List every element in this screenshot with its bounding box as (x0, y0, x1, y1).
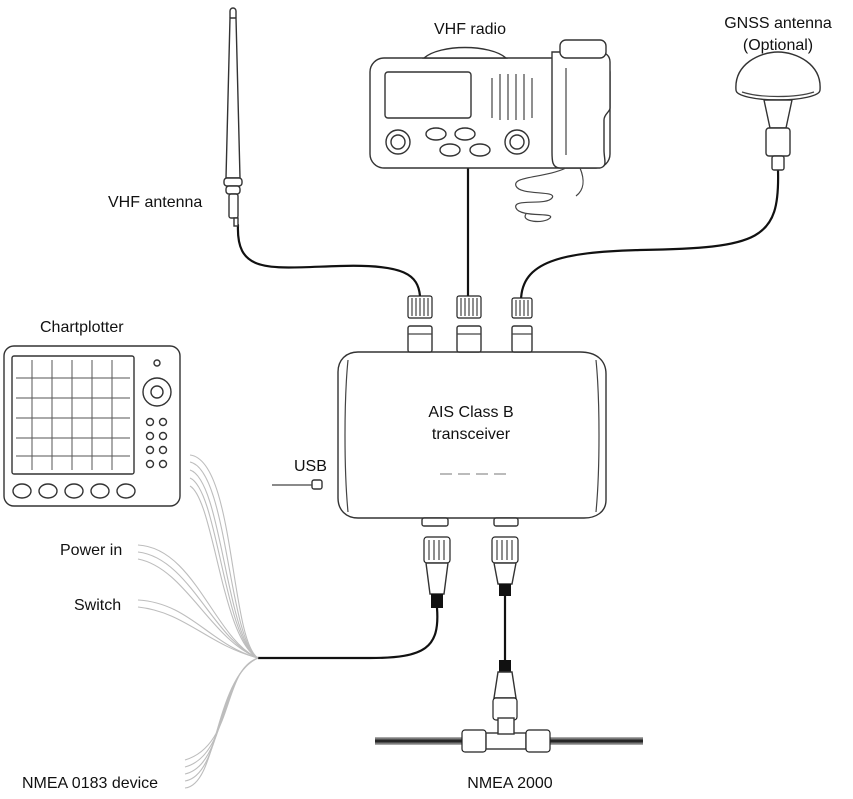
gnss-antenna-cable (519, 168, 780, 302)
gnss-antenna-icon (735, 51, 821, 171)
chartplotter-screen-grid (16, 360, 130, 470)
chartplotter-icon (3, 345, 181, 507)
t-connector-icon (375, 717, 643, 753)
vhf-radio-icon (369, 39, 611, 223)
gnss-optional-label: (Optional) (743, 37, 813, 54)
top-connectors (407, 295, 533, 319)
power-in-label: Power in (60, 542, 122, 559)
ais-transceiver-icon (272, 325, 607, 527)
vhf-antenna-cable (236, 223, 422, 298)
switch-label: Switch (74, 597, 121, 614)
transceiver-label-line1: AIS Class B (428, 404, 513, 421)
nmea0183-label: NMEA 0183 device (22, 775, 158, 792)
wire-bundle (137, 454, 259, 789)
vhf-antenna-icon (223, 7, 243, 227)
chartplotter-label: Chartplotter (40, 319, 124, 336)
nmea2000-label: NMEA 2000 (467, 775, 552, 792)
vhf-radio-label: VHF radio (434, 21, 506, 38)
transceiver-label-line2: transceiver (432, 426, 511, 443)
gnss-antenna-label: GNSS antenna (724, 15, 832, 32)
vhf-antenna-label: VHF antenna (108, 194, 202, 211)
usb-label: USB (294, 458, 327, 475)
bottom-connectors (423, 536, 519, 721)
power-data-cable (256, 606, 439, 660)
